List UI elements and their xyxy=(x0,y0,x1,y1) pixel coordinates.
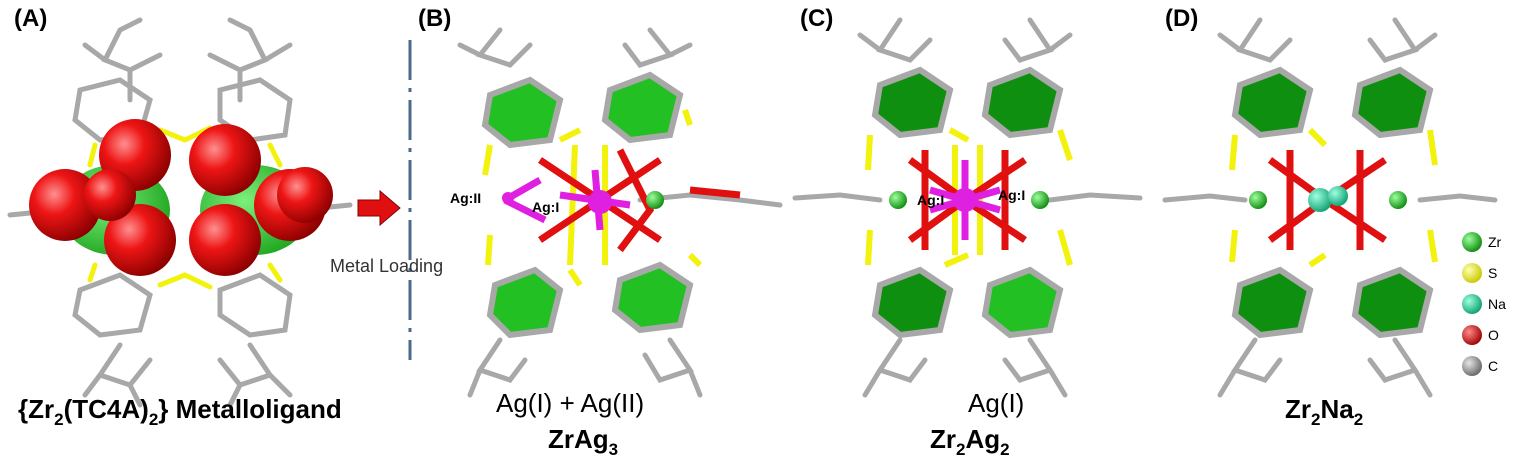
panel-c-zr-right xyxy=(1031,191,1049,209)
panel-d-na-1 xyxy=(1308,188,1332,212)
panel-d-sulfur xyxy=(1229,127,1438,268)
panel-b-zr xyxy=(646,191,664,209)
panel-b-rings xyxy=(481,71,694,339)
panel-b: (B) Ag xyxy=(418,5,783,459)
metal-loading-label: Metal Loading xyxy=(330,256,443,276)
legend-label-na: Na xyxy=(1488,296,1506,312)
panel-d-letter: (D) xyxy=(1165,5,1198,32)
legend-swatch-na xyxy=(1462,294,1482,314)
panel-c-atom-label-1: Ag:I xyxy=(917,192,944,208)
panel-c-zr-left xyxy=(889,191,907,209)
legend-label-zr: Zr xyxy=(1488,234,1502,250)
metal-loading-arrow xyxy=(357,189,401,227)
panel-c-framework xyxy=(792,17,1143,398)
panel-d-rings xyxy=(1231,66,1434,339)
panel-a-oxygen-spheres xyxy=(29,119,333,276)
legend-label-s: S xyxy=(1488,265,1497,281)
panel-d-na-2 xyxy=(1328,186,1348,206)
panel-b-ag-left xyxy=(502,192,514,204)
legend-swatch-o xyxy=(1462,325,1482,345)
panel-a: (A) xyxy=(7,5,353,429)
panel-d-zr-left xyxy=(1249,191,1267,209)
panel-d: (D) Zr2Na2 xyxy=(1162,5,1498,429)
panel-b-formula: ZrAg3 xyxy=(548,424,618,459)
panel-a-sulfur xyxy=(87,125,283,290)
panel-b-letter: (B) xyxy=(418,5,451,32)
panel-c-formula: Zr2Ag2 xyxy=(930,424,1010,459)
panel-a-caption: {Zr2(TC4A)2} Metalloligand xyxy=(18,394,342,429)
panel-b-sulfur xyxy=(482,109,703,287)
panel-c-sulfur xyxy=(865,127,1073,268)
panel-c-ag-center xyxy=(953,188,977,212)
panel-b-oxidation: Ag(I) + Ag(II) xyxy=(496,388,644,418)
panel-b-atom-label-ag1: Ag:I xyxy=(532,199,559,215)
panel-d-formula: Zr2Na2 xyxy=(1285,394,1363,429)
panel-d-framework xyxy=(1162,17,1498,398)
legend-label-c: C xyxy=(1488,358,1498,374)
panel-c: (C) Ag:I Ag:I Ag(I xyxy=(792,5,1143,459)
legend-label-o: O xyxy=(1488,327,1499,343)
panel-a-letter: (A) xyxy=(14,5,47,32)
panel-b-ag-bonds xyxy=(503,169,631,231)
legend-swatch-zr xyxy=(1462,232,1482,252)
panel-d-zr-right xyxy=(1389,191,1407,209)
panel-c-rings xyxy=(871,66,1064,339)
legend-swatch-s xyxy=(1462,263,1482,283)
panel-b-ag-center xyxy=(588,190,612,214)
panel-b-atom-label-ag2: Ag:II xyxy=(450,190,481,206)
panel-c-letter: (C) xyxy=(800,5,833,32)
panel-c-atom-label-2: Ag:I xyxy=(998,187,1025,203)
legend-swatch-c xyxy=(1462,356,1482,376)
panel-b-framework xyxy=(457,27,783,398)
panel-c-oxidation: Ag(I) xyxy=(968,388,1024,418)
